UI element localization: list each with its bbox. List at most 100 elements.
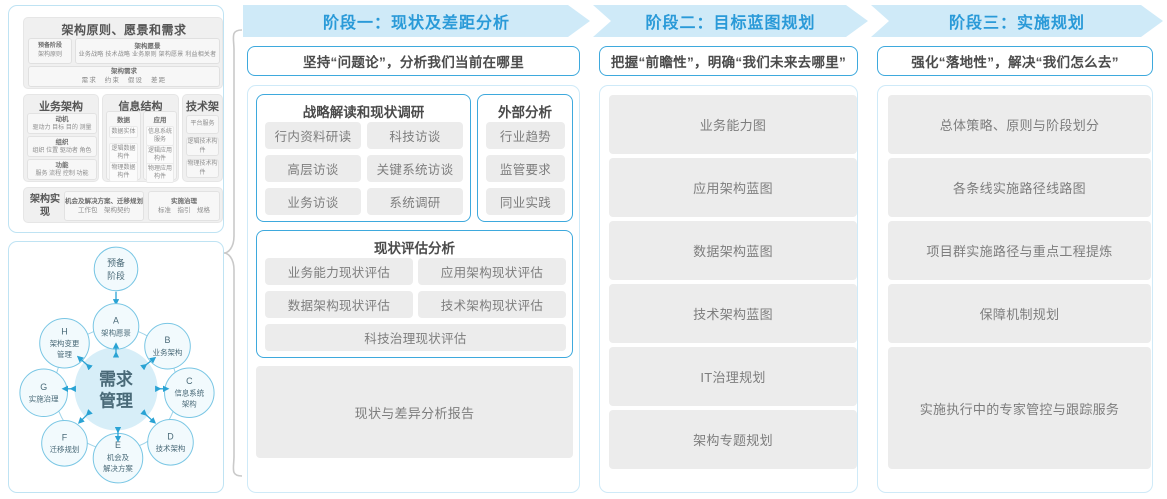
adm-node-c[interactable] <box>164 367 215 419</box>
chip-key-system-interview[interactable]: 关键系统访谈 <box>367 155 463 182</box>
chip-it-governance-assess[interactable]: 科技治理现状评估 <box>265 324 566 351</box>
adm-cycle-panel: 需求 管理 预备 阶段 A 架构愿景 B 业务架 <box>8 241 224 493</box>
phase-2-body: 业务能力图 应用架构蓝图 数据架构蓝图 技术架构蓝图 IT治理规划 架构专题规划 <box>599 85 858 493</box>
phase-1-column: 阶段一：现状及差距分析 坚持“问题论”，分析我们当前在哪里 战略解读和现状调研 … <box>243 0 590 499</box>
adm-node-d-letter: D <box>167 431 173 441</box>
togaf-cell-motivation-title: 动机 <box>55 115 69 123</box>
adm-node-e-letter: E <box>115 440 121 450</box>
chip-data-arch-blueprint[interactable]: 数据架构蓝图 <box>609 221 857 280</box>
adm-node-h-label-1: 架构变更 <box>50 338 80 348</box>
chip-peer-practice[interactable]: 同业实践 <box>486 188 565 215</box>
togaf-item-physical-data: 物理数据构件 <box>109 162 138 182</box>
chip-system-research[interactable]: 系统调研 <box>367 188 463 215</box>
togaf-item-physical-app: 物理应用构件 <box>146 163 174 183</box>
adm-node-prelim-line1: 预备 <box>107 257 125 268</box>
togaf-column-business-title: 业务架构 <box>39 101 83 113</box>
chip-internal-doc-study[interactable]: 行内资料研读 <box>265 122 361 149</box>
togaf-column-information-title: 信息结构 <box>118 101 163 113</box>
adm-node-e-label-2: 解决方案 <box>103 463 133 473</box>
togaf-requirements-title: 架构原则、愿景和需求 <box>61 23 187 37</box>
adm-node-b-label: 业务架构 <box>153 347 183 357</box>
chip-data-arch-assess[interactable]: 数据架构现状评估 <box>265 291 413 318</box>
chip-biz-capability-assess[interactable]: 业务能力现状评估 <box>265 258 413 285</box>
adm-node-prelim[interactable] <box>93 246 139 292</box>
chip-expert-tracking[interactable]: 实施执行中的专家管控与跟踪服务 <box>888 347 1151 469</box>
phase-1-banner: 阶段一：现状及差距分析 <box>243 5 590 37</box>
togaf-cell-platform-service-items: 平台服务 <box>190 121 215 127</box>
chip-app-arch-assess[interactable]: 应用架构现状评估 <box>418 258 566 285</box>
togaf-item-is-service: 信息系统服务 <box>146 126 174 146</box>
togaf-arch-req-title: 架构需求 <box>111 68 137 75</box>
adm-node-b[interactable] <box>144 322 191 370</box>
adm-node-f-letter: F <box>62 432 68 442</box>
togaf-cell-platform-service: 平台服务 <box>186 115 219 134</box>
adm-node-f[interactable] <box>41 420 88 467</box>
phase-3-subtitle: 强化“落地性”，解决“我们怎么去” <box>877 46 1153 76</box>
chip-tech-interview[interactable]: 科技访谈 <box>367 122 463 149</box>
togaf-vision-items: 业务战略 技术战略 业务原则 架构愿景 利益相关者 <box>78 52 217 58</box>
togaf-column-business: 业务架构 动机 驱动力 目标 目的 测量 组织 组织 位置 驱动者 角色 功能 … <box>23 94 99 182</box>
togaf-subcolumn-application: 应用 信息系统服务 逻辑应用构件 物理应用构件 <box>143 111 177 183</box>
togaf-cell-logical-tech-items: 逻辑技术构件 <box>187 138 218 154</box>
chip-industry-trend[interactable]: 行业趋势 <box>486 122 565 149</box>
chip-regulatory-req[interactable]: 监管要求 <box>486 155 565 182</box>
chip-arch-topic-plan[interactable]: 架构专题规划 <box>609 410 857 469</box>
chip-program-roadmap[interactable]: 项目群实施路径与重点工程提炼 <box>888 221 1151 280</box>
chip-app-arch-blueprint[interactable]: 应用架构蓝图 <box>609 158 857 217</box>
adm-node-g[interactable] <box>19 368 68 418</box>
togaf-cell-function: 功能 服务 流程 控制 功能 <box>27 159 97 180</box>
togaf-prelim-items: 架构原则 <box>37 52 62 58</box>
chip-assurance-plan[interactable]: 保障机制规划 <box>888 284 1151 343</box>
togaf-realization-governance-items: 标准 指引 规格 <box>158 206 210 214</box>
chip-it-governance-plan[interactable]: IT治理规划 <box>609 347 857 406</box>
adm-node-g-label: 实施治理 <box>29 394 59 404</box>
togaf-realization-opportunities: 机会及解决方案、迁移规划 工作包 架构契约 <box>64 191 144 221</box>
chip-overall-strategy[interactable]: 总体策略、原则与阶段划分 <box>888 95 1151 154</box>
adm-node-h-letter: H <box>61 326 67 336</box>
adm-node-d[interactable] <box>147 419 194 466</box>
chip-line-roadmap[interactable]: 各条线实施路径线路图 <box>888 158 1151 217</box>
group-external-analysis-title: 外部分析 <box>498 105 552 120</box>
togaf-cell-physical-tech: 物理技术构件 <box>186 159 219 178</box>
group-strategy-research: 战略解读和现状调研 行内资料研读 科技访谈 高层访谈 关键系统访谈 业务访谈 系… <box>256 94 471 222</box>
adm-node-g-letter: G <box>40 382 47 392</box>
adm-node-a[interactable] <box>92 303 140 350</box>
togaf-cell-motivation-items: 驱动力 目标 目的 测量 <box>32 124 92 131</box>
chip-business-capability-map[interactable]: 业务能力图 <box>609 95 857 154</box>
togaf-subcolumn-data: 数据 数据实体 逻辑数据构件 物理数据构件 <box>106 111 141 182</box>
adm-center-label-1: 需求 <box>99 369 133 389</box>
togaf-cell-organization: 组织 组织 位置 驱动者 角色 <box>27 136 97 157</box>
togaf-cell-physical-tech-items: 物理技术构件 <box>187 160 218 176</box>
chip-exec-interview[interactable]: 高层访谈 <box>265 155 361 182</box>
togaf-prelim-title: 预备阶段 <box>37 43 62 49</box>
adm-node-prelim-line2: 阶段 <box>107 270 125 281</box>
adm-node-h[interactable] <box>39 317 90 369</box>
togaf-arch-req-box: 架构需求 需求 约束 假设 差距 <box>28 66 220 87</box>
chip-business-interview[interactable]: 业务访谈 <box>265 188 361 215</box>
adm-node-c-label-1: 信息系统 <box>174 388 204 398</box>
togaf-prelim-box: 预备阶段 架构原则 <box>28 38 72 64</box>
togaf-realization-label: 架构实现 <box>30 194 60 218</box>
adm-node-h-label-2: 管理 <box>57 349 72 359</box>
adm-node-b-letter: B <box>165 335 171 345</box>
group-current-assessment: 现状评估分析 业务能力现状评估 应用架构现状评估 数据架构现状评估 技术架构现状… <box>256 230 573 358</box>
togaf-realization-row: 架构实现 机会及解决方案、迁移规划 工作包 架构契约 实施治理 标准 指引 规格 <box>23 187 223 223</box>
adm-node-c-letter: C <box>186 376 193 386</box>
left-column: 架构原则、愿景和需求 预备阶段 架构原则 架构愿景 业务战略 技术战略 业务原则… <box>0 0 243 499</box>
adm-node-c-label-2: 架构 <box>182 399 197 409</box>
phase-3-body: 总体策略、原则与阶段划分 各条线实施路径线路图 项目群实施路径与重点工程提炼 保… <box>877 85 1153 493</box>
group-current-assessment-title: 现状评估分析 <box>374 241 455 256</box>
togaf-vision-title: 架构愿景 <box>134 43 161 50</box>
togaf-realization-opportunities-items: 工作包 架构契约 <box>78 206 130 214</box>
togaf-cell-logical-tech: 逻辑技术构件 <box>186 137 219 156</box>
chip-gap-analysis-report[interactable]: 现状与差异分析报告 <box>256 366 573 458</box>
chip-tech-arch-assess[interactable]: 技术架构现状评估 <box>418 291 566 318</box>
togaf-realization-governance-title: 实施治理 <box>171 197 197 205</box>
adm-center-circle <box>74 347 158 431</box>
togaf-cell-organization-title: 组织 <box>55 138 69 146</box>
togaf-requirements-group: 架构原则、愿景和需求 预备阶段 架构原则 架构愿景 业务战略 技术战略 业务原则… <box>23 17 223 89</box>
chip-tech-arch-blueprint[interactable]: 技术架构蓝图 <box>609 284 857 343</box>
togaf-item-logical-app: 逻辑应用构件 <box>146 145 174 165</box>
adm-node-e-label-1: 机会及 <box>107 452 130 462</box>
